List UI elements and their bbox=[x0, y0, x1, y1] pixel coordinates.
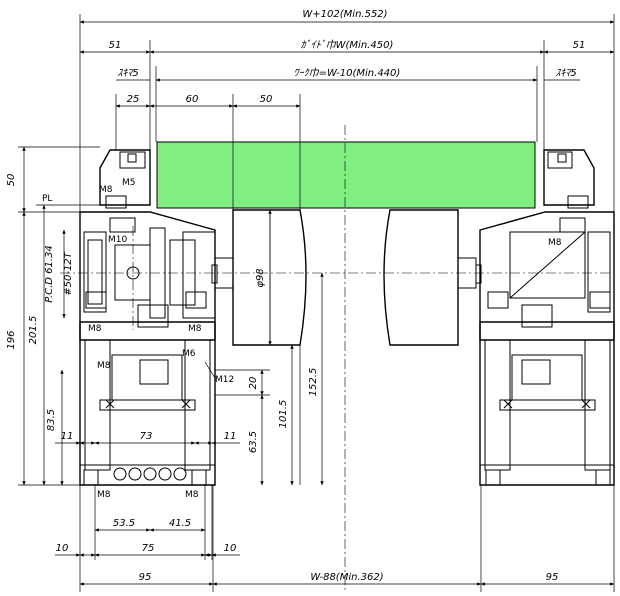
label-m10: M10 bbox=[108, 235, 127, 245]
dim-95-right: 95 bbox=[546, 572, 559, 583]
dim-63-5: 63.5 bbox=[248, 431, 259, 453]
dim-75: 75 bbox=[142, 543, 155, 554]
center-lines bbox=[60, 125, 612, 592]
dim-left-clearance: ｽｷﾏ5 bbox=[117, 68, 138, 79]
dim-101-5: 101.5 bbox=[278, 400, 289, 429]
dim-201-5: 201.5 bbox=[28, 316, 39, 345]
dim-right-51: 51 bbox=[573, 40, 586, 51]
dim-83-5: 83.5 bbox=[46, 409, 57, 431]
label-m8-left-lower: M8 bbox=[97, 361, 111, 371]
dim-50: 50 bbox=[260, 94, 273, 105]
work-piece bbox=[156, 141, 536, 209]
dim-53-5: 53.5 bbox=[113, 518, 135, 529]
dim-25: 25 bbox=[127, 94, 140, 105]
dim-11-left: 11 bbox=[61, 431, 74, 442]
label-m8-bottom-right: M8 bbox=[185, 490, 199, 500]
dim-10-right: 10 bbox=[224, 543, 237, 554]
dim-152-5: 152.5 bbox=[308, 368, 319, 397]
dim-73: 73 bbox=[140, 431, 153, 442]
dim-60: 60 bbox=[186, 94, 199, 105]
dim-20: 20 bbox=[248, 377, 259, 390]
dim-inner: W-88(Min.362) bbox=[310, 572, 383, 583]
label-m8-top: M8 bbox=[99, 185, 113, 195]
label-m8-center-mid: M8 bbox=[188, 324, 202, 334]
right-roller bbox=[383, 209, 477, 346]
dimension-lines bbox=[22, 20, 615, 586]
left-roller bbox=[214, 209, 307, 346]
label-m5: M5 bbox=[122, 178, 136, 188]
dim-total-width: W+102(Min.552) bbox=[302, 9, 387, 20]
label-m8-left-mid: M8 bbox=[88, 324, 102, 334]
label-pl: PL bbox=[42, 194, 52, 204]
label-m8-right: M8 bbox=[548, 238, 562, 248]
dim-guide-width: ｶﾞｲﾄﾞ巾W(Min.450) bbox=[301, 39, 394, 51]
label-m6: M6 bbox=[182, 349, 196, 359]
dim-10-left: 10 bbox=[56, 543, 69, 554]
label-m12: M12 bbox=[215, 375, 234, 385]
dim-50-vertical: 50 bbox=[6, 174, 17, 187]
dim-sprocket: #50-12T bbox=[63, 251, 74, 295]
dim-pcd: P.C.D 61.34 bbox=[44, 245, 55, 303]
dim-right-clearance: ｽｷﾏ5 bbox=[555, 68, 576, 79]
right-frame-assembly bbox=[475, 149, 615, 486]
dim-work-width: ﾜｰｸ巾=W-10(Min.440) bbox=[294, 67, 401, 79]
dim-95-left: 95 bbox=[139, 572, 152, 583]
label-m8-bottom-left: M8 bbox=[97, 490, 111, 500]
extension-lines bbox=[18, 14, 615, 592]
dim-left-51: 51 bbox=[109, 40, 122, 51]
dim-11-right: 11 bbox=[224, 431, 237, 442]
dim-41-5: 41.5 bbox=[169, 518, 191, 529]
dim-196: 196 bbox=[6, 330, 17, 349]
dim-roller-dia: φ98 bbox=[255, 268, 266, 287]
